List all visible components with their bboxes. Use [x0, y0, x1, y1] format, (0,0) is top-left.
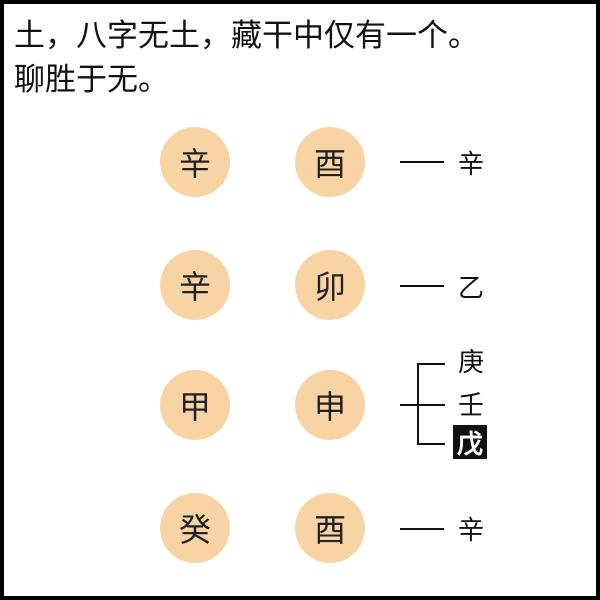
- caption-line-2: 聊胜于无。: [14, 62, 169, 98]
- bracket-arm: [417, 363, 445, 365]
- hidden-stem: 辛: [457, 515, 484, 546]
- heavenly-stem-hour: 癸: [160, 493, 230, 563]
- hidden-stem: 庚: [457, 347, 484, 378]
- hidden-stem: 壬: [457, 390, 484, 421]
- connector-line: [400, 285, 444, 287]
- bracket-arm: [417, 443, 445, 445]
- earthly-branch-month: 卯: [295, 250, 365, 320]
- earthly-branch-hour: 酉: [295, 493, 365, 563]
- bracket-arm: [417, 404, 445, 406]
- connector-line: [400, 161, 444, 163]
- hidden-stem: 乙: [457, 273, 484, 304]
- earthly-branch-day: 申: [295, 370, 365, 440]
- heavenly-stem-month: 辛: [160, 250, 230, 320]
- caption-line-1: 土，八字无土，藏干中仅有一个。: [14, 18, 479, 54]
- bracket-vertical: [417, 363, 419, 444]
- connector-line: [400, 528, 444, 530]
- hidden-stem-highlighted: 戊: [453, 425, 487, 460]
- earthly-branch-year: 酉: [295, 127, 365, 197]
- bracket-stub: [400, 404, 418, 406]
- caption: 土，八字无土，藏干中仅有一个。 聊胜于无。: [14, 14, 594, 102]
- heavenly-stem-year: 辛: [160, 127, 230, 197]
- heavenly-stem-day: 甲: [160, 370, 230, 440]
- hidden-stem: 辛: [457, 149, 484, 180]
